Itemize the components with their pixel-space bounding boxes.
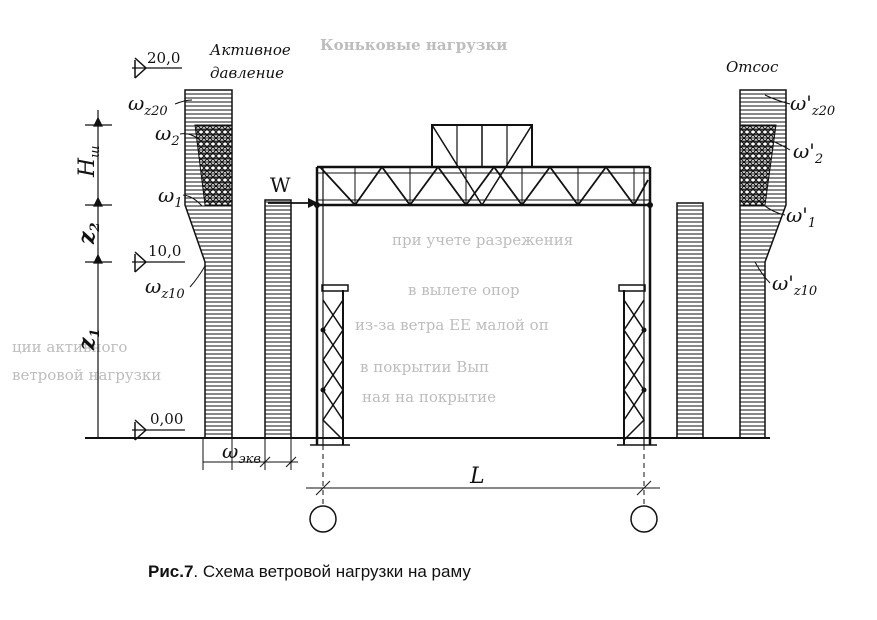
omega-eq-label: ωэкв — [222, 439, 261, 467]
omega-z10-label: ωz10 — [145, 274, 185, 302]
height-h-label: Hш — [75, 145, 103, 178]
wind-label: W — [270, 173, 291, 197]
active-pressure-diagram — [184, 89, 233, 439]
omega-prime-z20-label: ω'z20 — [790, 91, 835, 119]
level-marker-20: 20,0 — [132, 49, 182, 79]
active-pressure-label-2: давление — [210, 64, 284, 82]
level-marker-zero: 0,00 — [132, 410, 185, 441]
ghost-text: в покрытии Вып — [360, 358, 489, 376]
frame-structure — [310, 124, 657, 446]
level-marker-10: 10,0 — [132, 242, 185, 273]
ghost-text: из-за ветра EE малой оп — [355, 316, 549, 334]
suction-equivalent-diagram — [676, 202, 704, 439]
span-dimension — [306, 445, 660, 505]
figure-caption: Рис.7. Схема ветровой нагрузки на раму — [148, 562, 471, 582]
figure-caption-text: . Схема ветровой нагрузки на раму — [193, 562, 471, 581]
suction-diagram — [739, 89, 787, 439]
omega-z20-label: ωz20 — [128, 91, 168, 119]
equivalent-load-diagram — [264, 199, 292, 439]
span-label: L — [469, 464, 485, 489]
axis-marker-right — [630, 505, 658, 533]
ghost-text: в вылете опор — [408, 281, 520, 299]
level-label-zero: 0,00 — [150, 410, 183, 428]
omega-prime-1-label: ω'1 — [786, 203, 816, 231]
level-label-10: 10,0 — [148, 242, 181, 260]
frame-joints — [314, 202, 653, 393]
equivalent-width-dimension — [202, 438, 298, 470]
wind-arrow — [268, 198, 318, 208]
ghost-text: ветровой нагрузки — [12, 366, 161, 384]
figure-caption-number: Рис.7 — [148, 562, 194, 581]
ghost-text: при учете разрежения — [392, 231, 573, 249]
omega-leader-lines — [174, 99, 206, 288]
background-ghost-text: Коньковые нагрузки при учете разрежения … — [12, 36, 573, 406]
ghost-text: Коньковые нагрузки — [320, 36, 507, 54]
height-dimensions — [85, 110, 112, 439]
height-z1-label: z1 — [74, 328, 103, 351]
height-z2-label: z2 — [74, 222, 103, 245]
omega-prime-2-label: ω'2 — [793, 139, 823, 167]
active-pressure-label-1: Активное — [209, 41, 291, 59]
axis-marker-left — [309, 505, 337, 533]
suction-label: Отсос — [726, 58, 779, 76]
level-label-20: 20,0 — [147, 49, 180, 67]
ghost-text: ции активного — [12, 338, 127, 356]
omega-prime-leader-lines — [754, 94, 791, 284]
omega-1-label: ω1 — [158, 183, 183, 211]
ghost-text: ная на покрытие — [362, 388, 496, 406]
omega-prime-z10-label: ω'z10 — [772, 271, 817, 299]
omega-2-label: ω2 — [155, 121, 180, 149]
